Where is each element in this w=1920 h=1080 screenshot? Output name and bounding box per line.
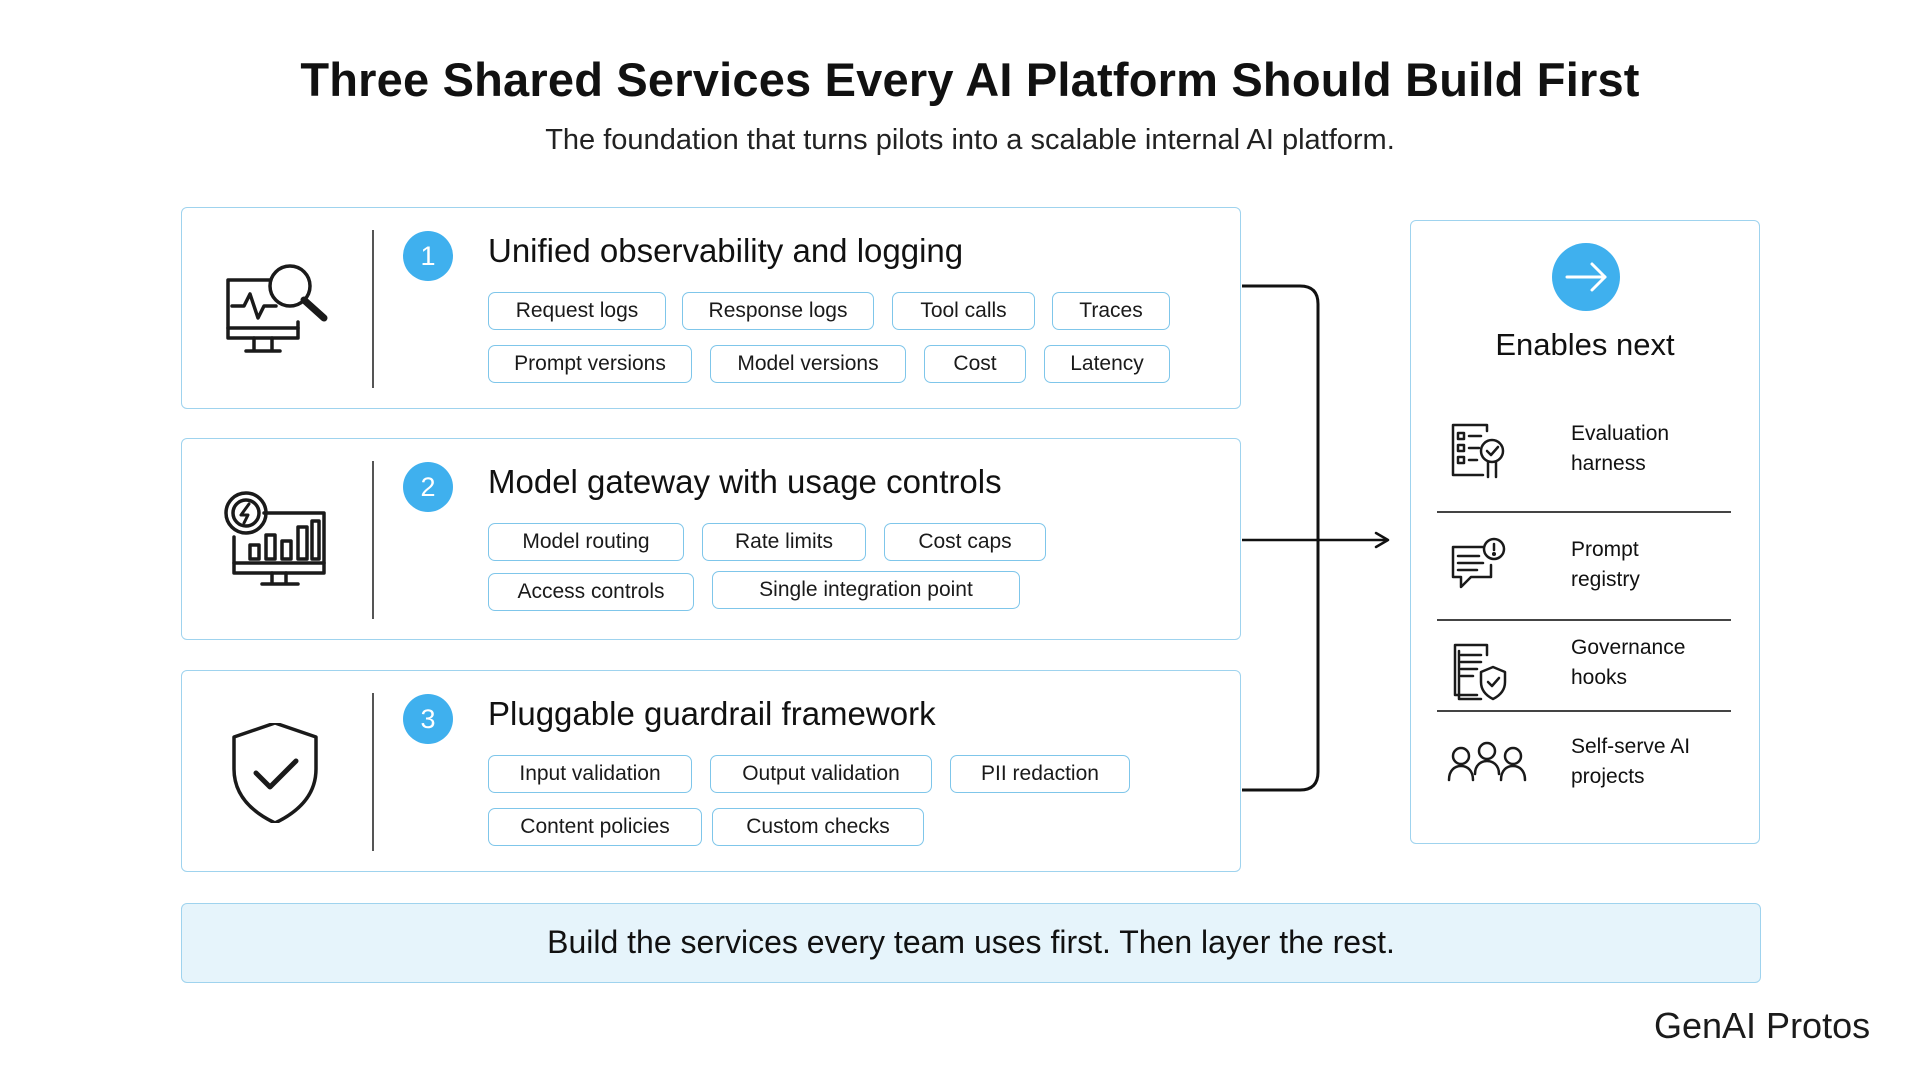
card-title: Unified observability and logging	[488, 232, 964, 269]
people-group-icon	[1447, 741, 1527, 782]
enables-item-label: Governance hooks	[1571, 633, 1721, 693]
chip: Single integration point	[712, 571, 1020, 609]
card-title: Pluggable guardrail framework	[488, 695, 936, 732]
enables-label-line1: Prompt	[1571, 538, 1639, 561]
card-divider	[372, 461, 374, 619]
summary-banner: Build the services every team uses first…	[181, 903, 1761, 983]
chat-alert-icon	[1451, 537, 1506, 589]
page-subtitle: The foundation that turns pilots into a …	[545, 124, 1395, 156]
service-card-observability: 1 Unified observability and logging Requ…	[181, 207, 1241, 409]
step-number-badge: 3	[403, 694, 453, 744]
enables-label-line1: Self-serve AI	[1571, 735, 1691, 758]
page-title: Three Shared Services Every AI Platform …	[300, 53, 1640, 106]
chip: Custom checks	[712, 808, 924, 846]
arrow-right-circle-icon	[1552, 243, 1620, 311]
checklist-icon	[1451, 423, 1505, 479]
chip: Access controls	[488, 573, 694, 611]
enables-item-evaluation: Evaluation harness	[1437, 397, 1731, 507]
chip: Cost	[924, 345, 1026, 383]
panel-divider	[1437, 710, 1731, 712]
step-number-badge: 2	[403, 462, 453, 512]
chip: Traces	[1052, 292, 1170, 330]
enables-item-prompt-registry: Prompt registry	[1437, 511, 1731, 621]
chip: Output validation	[710, 755, 932, 793]
enables-label-line2: hooks	[1571, 666, 1628, 689]
enables-label-line2: projects	[1571, 765, 1645, 788]
enables-label-line2: registry	[1571, 568, 1640, 591]
chip: Request logs	[488, 292, 666, 330]
card-divider	[372, 230, 374, 388]
enables-item-self-serve: Self-serve AI projects	[1437, 710, 1731, 820]
chip: Response logs	[682, 292, 874, 330]
chip: Model routing	[488, 523, 684, 561]
chip: Input validation	[488, 755, 692, 793]
card-title: Model gateway with usage controls	[488, 463, 1002, 500]
service-card-guardrails: 3 Pluggable guardrail framework Input va…	[181, 670, 1241, 872]
document-shield-icon	[1453, 643, 1507, 701]
brand-logo: GenAI Protos	[1654, 1005, 1871, 1046]
enables-item-label: Evaluation harness	[1571, 419, 1721, 479]
chip: PII redaction	[950, 755, 1130, 793]
chip: Rate limits	[702, 523, 866, 561]
panel-title: Enables next	[1495, 327, 1675, 362]
enables-item-governance: Governance hooks	[1437, 619, 1731, 729]
enables-item-label: Self-serve AI projects	[1571, 732, 1721, 792]
panel-divider	[1437, 511, 1731, 513]
chip: Latency	[1044, 345, 1170, 383]
enables-item-label: Prompt registry	[1571, 535, 1721, 595]
chip: Model versions	[710, 345, 906, 383]
chip: Cost caps	[884, 523, 1046, 561]
monitor-magnifier-icon	[226, 264, 328, 353]
chip: Content policies	[488, 808, 702, 846]
enables-label-line1: Governance	[1571, 636, 1686, 659]
panel-divider	[1437, 619, 1731, 621]
monitor-bar-chart-bolt-icon	[224, 491, 326, 586]
enables-label-line2: harness	[1571, 452, 1646, 475]
enables-label-line1: Evaluation	[1571, 422, 1670, 445]
card-divider	[372, 693, 374, 851]
enables-next-panel: Enables next Evaluation harness Pro	[1410, 220, 1760, 844]
service-card-gateway: 2 Model gateway with usage controls Mode…	[181, 438, 1241, 640]
chip: Tool calls	[892, 292, 1035, 330]
shield-check-icon	[232, 723, 318, 823]
chip: Prompt versions	[488, 345, 692, 383]
step-number-badge: 1	[403, 231, 453, 281]
